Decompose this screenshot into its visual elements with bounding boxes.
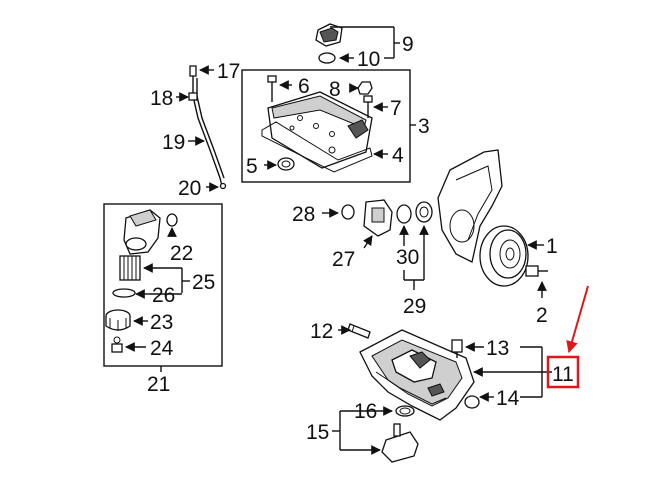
valve-cover-gasket [261, 121, 373, 173]
callout-17: 17 [217, 60, 240, 83]
callout-14: 14 [496, 387, 520, 410]
oil-dipstick [188, 65, 227, 190]
callout-9: 9 [402, 33, 414, 56]
callout-5: 5 [246, 155, 258, 178]
callout-24: 24 [150, 337, 174, 360]
filter-cap-oring [112, 288, 136, 298]
oil-filter-group-box [103, 203, 223, 367]
oil-pan [359, 329, 475, 421]
valve-cover-nut [357, 81, 373, 95]
oil-level-sensor [381, 423, 419, 463]
callout-23: 23 [150, 311, 173, 334]
valve-cover-group-box [241, 69, 411, 183]
oil-filter-element [119, 255, 141, 281]
oil-filter-cap [105, 309, 131, 331]
callout-11-highlight-box [546, 355, 580, 389]
callout-26: 26 [152, 284, 175, 307]
callout-19: 19 [162, 131, 185, 154]
oil-temperature-sensor [451, 339, 463, 358]
callout-15: 15 [306, 421, 329, 444]
oil-filler-cap [315, 23, 343, 47]
callout-12: 12 [310, 320, 333, 343]
oil-pressure-sensor-housing [363, 199, 393, 237]
callout-6: 6 [298, 75, 310, 98]
filler-cap-seal-ring [318, 52, 336, 64]
sensor-gasket [415, 201, 433, 223]
oil-filter-housing [123, 209, 161, 255]
level-sensor-seal [395, 405, 415, 417]
drain-plug-with-seal [111, 336, 123, 353]
sensor-seal-ring [396, 204, 412, 224]
callout-3: 3 [418, 115, 430, 138]
callout-20: 20 [178, 177, 201, 200]
callout-18: 18 [150, 87, 173, 110]
callout-7: 7 [390, 97, 402, 120]
valve-cover-stud [363, 95, 373, 118]
valve-cover-bolt [267, 75, 277, 102]
callout-8: 8 [329, 78, 341, 101]
callout-10: 10 [357, 48, 380, 71]
callout-28: 28 [292, 203, 315, 226]
callout-2: 2 [536, 304, 548, 327]
filter-housing-oring [166, 213, 178, 227]
oil-pan-bolt [347, 323, 371, 339]
callout-22: 22 [170, 242, 193, 265]
callout-30: 30 [396, 246, 419, 269]
sensor-oring [341, 204, 355, 220]
callout-1: 1 [546, 235, 558, 258]
spark-plug-tube-seal [277, 157, 295, 171]
oil-drain-plug [464, 395, 480, 409]
callout-21: 21 [147, 373, 170, 396]
callout-29: 29 [403, 295, 426, 318]
leader-27 [363, 235, 373, 249]
callout-27: 27 [332, 248, 355, 271]
callout-13: 13 [486, 337, 509, 360]
callout-16: 16 [354, 400, 377, 423]
red-pointer-arrow [566, 285, 589, 354]
crankshaft-pulley [479, 225, 529, 287]
callout-11: 11 [552, 363, 574, 386]
valve-cover [267, 91, 373, 169]
callout-4: 4 [392, 144, 404, 167]
callout-25: 25 [192, 271, 215, 294]
timing-cover [437, 149, 503, 263]
pulley-bolt [525, 265, 548, 277]
